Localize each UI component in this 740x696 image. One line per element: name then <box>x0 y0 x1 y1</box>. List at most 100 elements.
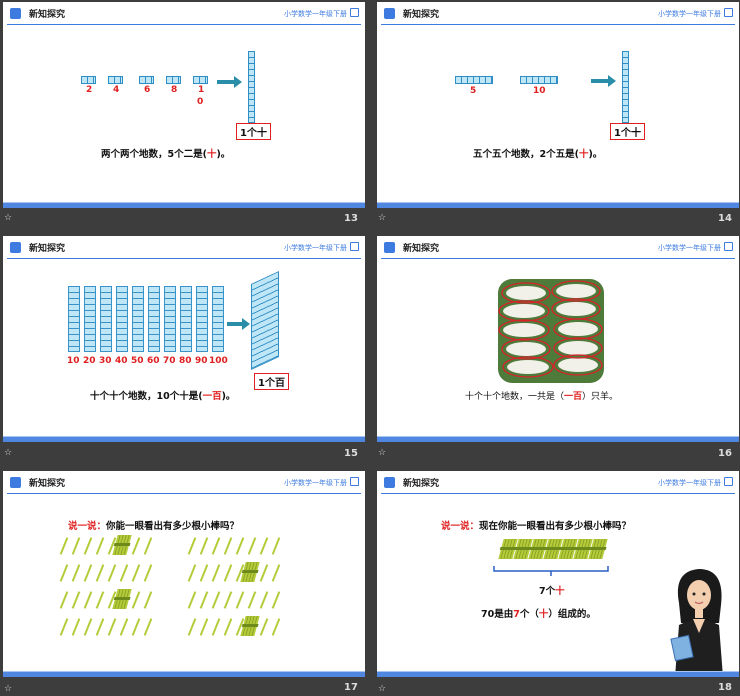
header-title: 新知探究 <box>403 10 440 20</box>
header-title: 新知探究 <box>29 10 66 20</box>
stick <box>131 591 141 609</box>
stick <box>143 537 153 555</box>
ten-rod <box>622 51 629 123</box>
edit-icon[interactable] <box>350 477 359 486</box>
question: 说一说：现在你能一眼看出有多少根小棒吗？ <box>441 521 632 532</box>
edit-icon[interactable] <box>350 8 359 17</box>
ten-rod <box>164 286 176 352</box>
header-title: 新知探究 <box>29 479 66 489</box>
slide-header: 新知探究 小学数学一年级下册 <box>377 236 739 262</box>
count-label: 20 <box>83 356 96 366</box>
stick <box>107 618 117 636</box>
ten-rod <box>196 286 208 352</box>
slide-number: 14 <box>718 213 732 224</box>
teacher-illustration <box>670 569 723 677</box>
count-label: 5 <box>470 86 477 96</box>
header-square-icon <box>10 477 21 488</box>
stick <box>95 618 105 636</box>
right-arrow-icon <box>217 76 242 88</box>
slide-header: 新知探究 小学数学一年级下册 <box>377 2 739 28</box>
stick <box>143 564 153 582</box>
right-arrow-icon <box>227 318 250 330</box>
header-square-icon <box>10 242 21 253</box>
count-label: 50 <box>131 356 144 366</box>
stick <box>211 564 221 582</box>
stick <box>119 564 129 582</box>
caption: 两个两个地数，5个二是(十)。 <box>101 149 231 160</box>
ten-rod <box>132 286 144 352</box>
count-label: 4 <box>113 85 120 95</box>
slide-17[interactable]: 新知探究 小学数学一年级下册 说一说：你能一眼看出有多少根小棒吗？ <box>3 471 365 677</box>
slide-16[interactable]: 新知探究 小学数学一年级下册 十个十个地数，一共是（一百）只羊。 <box>377 236 739 442</box>
edit-icon[interactable] <box>724 242 733 251</box>
star-icon: ☆ <box>378 213 387 223</box>
stick <box>131 618 141 636</box>
stick <box>131 537 141 555</box>
stick <box>211 618 221 636</box>
stick <box>211 537 221 555</box>
count-label: 10 <box>67 356 80 366</box>
slide-14[interactable]: 新知探究 小学数学一年级下册 5 10 1个十 五个五个地数，2个五是(十)。 <box>377 2 739 208</box>
sheep-photo <box>498 279 604 383</box>
stick <box>223 618 233 636</box>
cube-ten <box>520 76 558 84</box>
caption: 五个五个地数，2个五是(十)。 <box>473 149 603 160</box>
stick <box>83 537 93 555</box>
count-label: 30 <box>99 356 112 366</box>
edit-icon[interactable] <box>350 242 359 251</box>
stick <box>187 537 197 555</box>
stick <box>119 618 129 636</box>
stick <box>199 537 209 555</box>
star-icon: ☆ <box>378 684 387 694</box>
stick <box>131 564 141 582</box>
caption: 十个十个地数，一共是（一百）只羊。 <box>465 392 619 402</box>
count-label: 40 <box>115 356 128 366</box>
bundle-row <box>498 539 611 561</box>
stick <box>247 591 257 609</box>
stick <box>95 537 105 555</box>
slide-13[interactable]: 新知探究 小学数学一年级下册 2 4 6 8 1 0 1个十 两个两个地数，5个… <box>3 2 365 208</box>
count-label: 90 <box>195 356 208 366</box>
stick <box>211 591 221 609</box>
stick <box>271 537 281 555</box>
stick <box>59 564 69 582</box>
stick <box>187 564 197 582</box>
count-label: 8 <box>171 85 178 95</box>
ten-rod <box>248 51 255 123</box>
ten-rod <box>212 286 224 352</box>
star-icon: ☆ <box>378 448 387 458</box>
slide-number: 15 <box>344 448 358 459</box>
star-icon: ☆ <box>4 684 13 694</box>
edit-icon[interactable] <box>724 477 733 486</box>
stick <box>83 564 93 582</box>
stick <box>235 537 245 555</box>
ten-rod <box>116 286 128 352</box>
slide-number: 13 <box>344 213 358 224</box>
stick <box>223 537 233 555</box>
header-subtitle: 小学数学一年级下册 <box>284 244 347 252</box>
header-square-icon <box>10 8 21 19</box>
count-label: 0 <box>197 97 204 107</box>
cube-five <box>455 76 493 84</box>
slide-number: 17 <box>344 682 358 693</box>
slide-15[interactable]: 新知探究 小学数学一年级下册 10 20 30 40 50 60 70 80 9… <box>3 236 365 442</box>
stick <box>199 591 209 609</box>
slide-number: 18 <box>718 682 732 693</box>
slide-18[interactable]: 新知探究 小学数学一年级下册 说一说：现在你能一眼看出有多少根小棒吗？ 7个十 … <box>377 471 739 677</box>
ten-rod <box>180 286 192 352</box>
stick <box>235 591 245 609</box>
header-subtitle: 小学数学一年级下册 <box>658 10 721 18</box>
ten-rod <box>100 286 112 352</box>
stick <box>199 564 209 582</box>
edit-icon[interactable] <box>724 8 733 17</box>
count-label: 70 <box>163 356 176 366</box>
ten-rod <box>148 286 160 352</box>
count-label: 80 <box>179 356 192 366</box>
cube-pair <box>81 76 96 84</box>
box-label: 1个百 <box>254 373 289 390</box>
header-square-icon <box>384 242 395 253</box>
stick <box>223 564 233 582</box>
stick <box>95 591 105 609</box>
slide-header: 新知探究 小学数学一年级下册 <box>3 236 365 262</box>
header-title: 新知探究 <box>403 244 440 254</box>
